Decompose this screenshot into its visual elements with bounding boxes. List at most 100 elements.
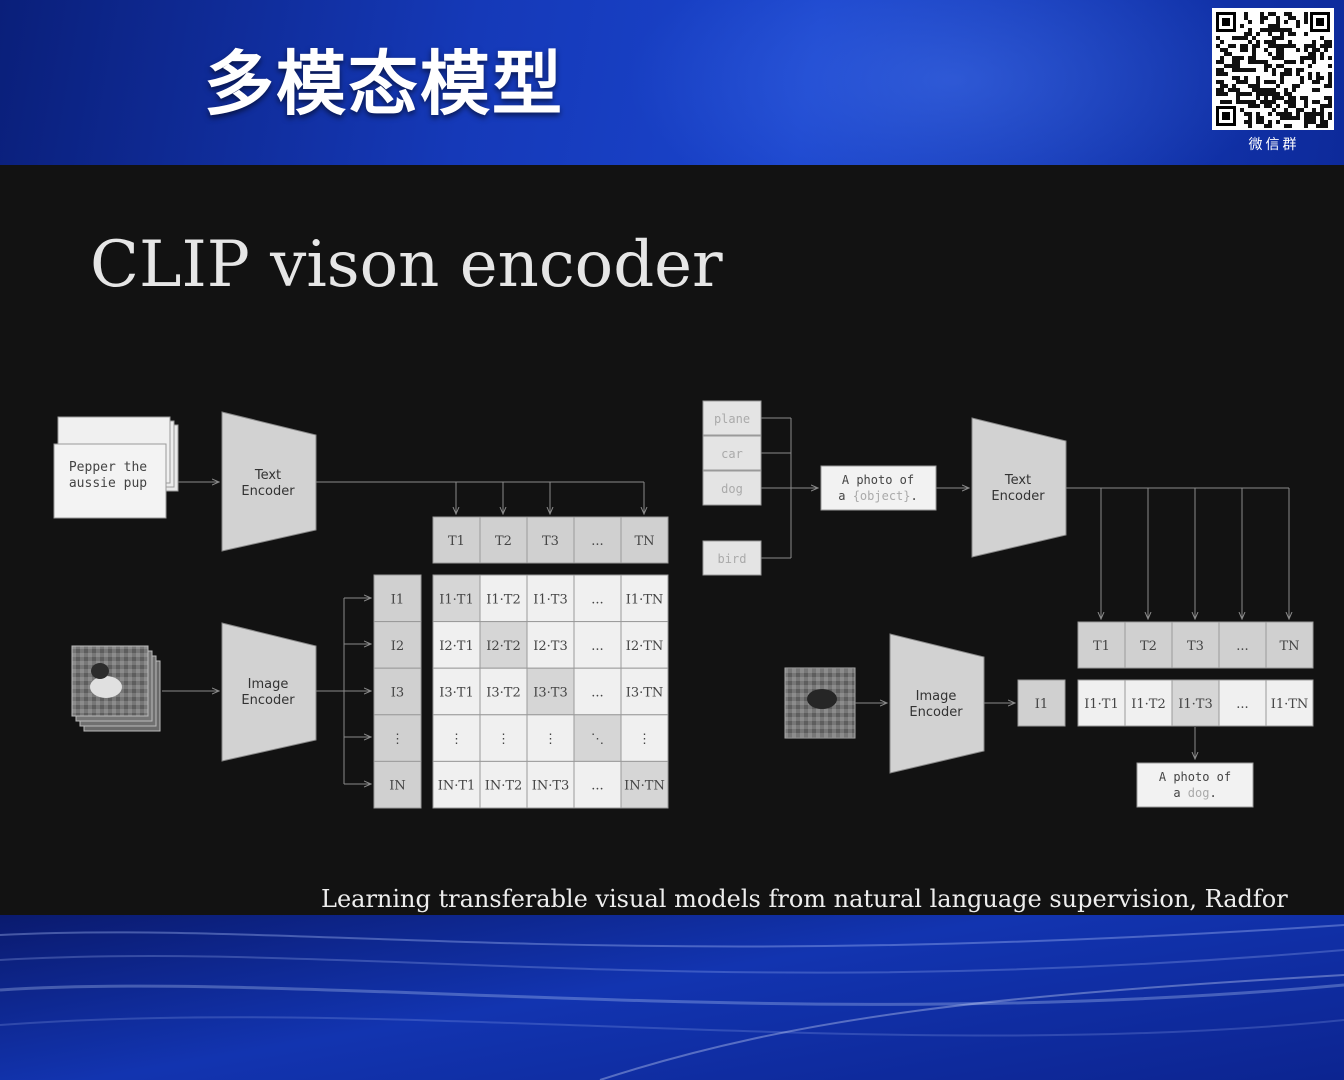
matrix-cell-box [432, 667, 481, 716]
slide: CLIP vison encoder Pepper the aussie pup… [0, 165, 1344, 915]
left-image-encoder-shape [221, 622, 317, 762]
banner-title: 多模态模型 [204, 43, 564, 125]
matrix-cell: I3·TN [626, 686, 664, 701]
similarity-matrix: I1·T1 I1·T2 I1·T3... I1·TN I2·T1 I2·T2 I2·T3..… [432, 574, 669, 809]
qr-label: 微信群 [1248, 137, 1300, 153]
matrix-cell-box [620, 574, 669, 623]
top-banner: 多模态模型 微信群 [0, 0, 1344, 165]
right-i-label: I1 [1035, 697, 1048, 712]
text-input-line1: Pepper the [69, 460, 147, 475]
matrix-cell-box [573, 760, 622, 809]
matrix-cell: IN·T2 [485, 779, 523, 794]
left-t-cell: TN [634, 534, 654, 549]
right-i-cell: I1 [1017, 679, 1066, 727]
right-t-cell-box [1124, 621, 1173, 669]
matrix-cell: I1·TN [626, 592, 664, 607]
text-input-line2: aussie pup [69, 476, 147, 491]
left-t-cell: T3 [542, 534, 559, 549]
left-image-encoder-label1: Image [248, 677, 289, 692]
matrix-cell-box [526, 714, 575, 762]
right-image-encoder-label2: Encoder [909, 705, 963, 720]
citation: Learning transferable visual models from… [321, 885, 1288, 913]
prompt-template-box [820, 465, 937, 511]
left-text-encoder-label2: Encoder [241, 484, 295, 499]
matrix-cell: I2·T1 [439, 639, 473, 654]
score-cell: I1·T2 [1131, 697, 1165, 712]
left-image-encoder-label2: Encoder [241, 693, 295, 708]
right-t-cell: TN [1279, 639, 1299, 654]
right-image-encoder-label1: Image [916, 689, 957, 704]
matrix-cell-box [479, 760, 528, 809]
prediction-line1: A photo of [1159, 770, 1231, 784]
left-t-cell-box [620, 516, 669, 564]
class-label-box [702, 400, 762, 436]
class-label-box [702, 435, 762, 471]
matrix-cell: I2·T2 [486, 639, 520, 654]
left-i-cell: I1 [391, 592, 404, 607]
matrix-cell: I3·T1 [439, 686, 473, 701]
matrix-cell: ... [591, 686, 603, 701]
matrix-cell-box [573, 714, 622, 762]
bottom-band [0, 915, 1344, 1080]
left-t-cell-box [573, 516, 622, 564]
matrix-cell-box [620, 667, 669, 716]
matrix-cell-box [620, 621, 669, 669]
matrix-cell: I1·T2 [486, 592, 520, 607]
matrix-cell: ... [591, 592, 603, 607]
left-i-cell-box [373, 667, 422, 716]
matrix-cell: ⋱ [591, 732, 604, 747]
left-t-row: T1 T2 T3... TN [432, 516, 669, 564]
prompt-template-line1: A photo of [842, 473, 914, 487]
right-t-cell-box [1077, 621, 1126, 669]
left-text-encoder-label1: Text [254, 468, 281, 483]
score-cell-box [1265, 679, 1314, 727]
matrix-cell: ... [591, 779, 603, 794]
score-cell-box [1124, 679, 1173, 727]
left-image-input-stack [71, 645, 161, 732]
matrix-cell-box [620, 714, 669, 762]
left-i-cell: ⋮ [391, 732, 404, 747]
matrix-cell: ... [591, 639, 603, 654]
left-i-cell: IN [389, 779, 406, 794]
class-label-box [702, 540, 762, 576]
matrix-cell: I1·T1 [439, 592, 473, 607]
left-i-cell-box [373, 574, 422, 623]
matrix-cell: ⋮ [544, 732, 557, 747]
right-t-cell: T2 [1140, 639, 1157, 654]
left-t-cell-box [432, 516, 481, 564]
right-t-cell: T3 [1187, 639, 1204, 654]
right-text-encoder-shape [971, 417, 1067, 558]
left-t-cell: T1 [448, 534, 465, 549]
left-t-cell: ... [591, 534, 603, 549]
right-i-label-box [1017, 679, 1066, 727]
class-label: bird [718, 552, 747, 566]
right-text-encoder-label1: Text [1004, 473, 1031, 488]
score-cell: I1·TN [1271, 697, 1309, 712]
prediction-line2: a dog. [1173, 786, 1216, 800]
class-label: dog [721, 482, 743, 496]
matrix-cell: I3·T2 [486, 686, 520, 701]
matrix-cell: I2·T3 [533, 639, 567, 654]
score-cell: I1·T1 [1084, 697, 1118, 712]
matrix-cell: I1·T3 [533, 592, 567, 607]
matrix-cell-box [432, 714, 481, 762]
left-text-encoder-shape [221, 411, 317, 552]
left-t-cell: T2 [495, 534, 512, 549]
matrix-cell: ⋮ [638, 732, 651, 747]
matrix-cell-box [573, 621, 622, 669]
matrix-cell: IN·T1 [438, 779, 476, 794]
matrix-cell-box [479, 621, 528, 669]
qr-code-image [1212, 8, 1334, 130]
matrix-cell: IN·T3 [532, 779, 570, 794]
bottom-wave-decoration [0, 924, 1344, 1080]
class-label: car [721, 447, 743, 461]
prompt-template-line2: a {object}. [838, 489, 917, 503]
left-text-input-stack: Pepper the aussie pup [53, 416, 179, 519]
matrix-cell-box [620, 760, 669, 809]
slide-title: CLIP vison encoder [90, 228, 723, 302]
banner-glow [600, 0, 1300, 165]
left-i-cell: I2 [391, 639, 404, 654]
